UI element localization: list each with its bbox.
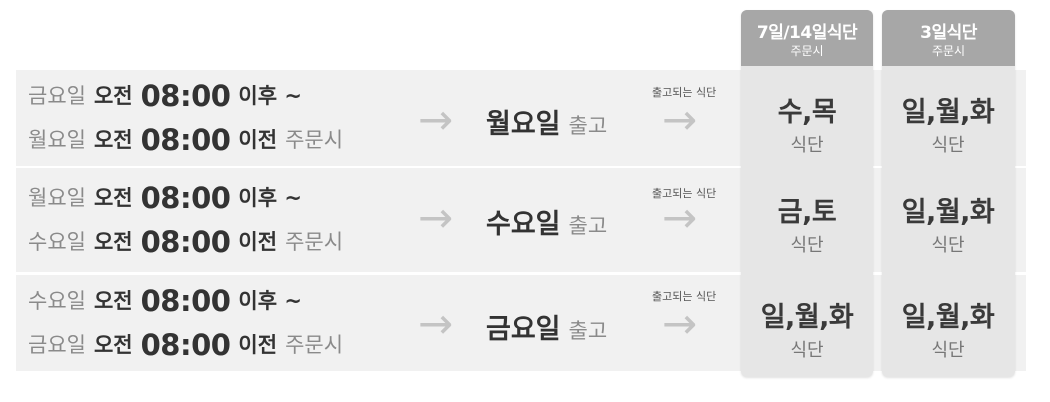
ship-day-2: 수요일 출고 (486, 202, 607, 241)
menu-days: 금,토 (777, 197, 837, 228)
column-7-14-day-menu: 7일/14일식단 주문시 (741, 10, 873, 377)
start-time: 08:00 (140, 79, 231, 113)
order-suffix: 주문시 (285, 333, 344, 357)
order-window-3: 수요일 오전 08:00 이후 ~ 금요일 오전 08:00 이전 주문시 (28, 279, 343, 367)
start-ampm: 오전 (93, 289, 133, 313)
arrow-right-icon: → (662, 193, 698, 242)
arrow-right-icon: → (662, 299, 698, 348)
start-day: 금요일 (28, 84, 86, 108)
order-window-end: 금요일 오전 08:00 이전 주문시 (28, 323, 343, 367)
arrow-right-icon: → (662, 95, 698, 144)
shipped-menu-note: 출고되는 식단 (652, 290, 717, 303)
ship-suffix: 출고 (568, 319, 608, 343)
order-suffix: 주문시 (285, 230, 344, 254)
menu-days: 일,월,화 (901, 97, 995, 128)
start-ampm: 오전 (93, 84, 133, 108)
start-ampm: 오전 (93, 186, 133, 210)
end-ampm: 오전 (93, 333, 133, 357)
arrow-right-icon: → (418, 299, 454, 348)
shipped-menu-note: 출고되는 식단 (652, 86, 717, 99)
end-day: 월요일 (28, 128, 86, 152)
end-day: 금요일 (28, 333, 86, 357)
menu-days: 일,월,화 (760, 302, 854, 333)
start-time: 08:00 (140, 284, 231, 318)
end-day: 수요일 (28, 230, 86, 254)
ship-suffix: 출고 (568, 214, 608, 238)
menu-7-14-day-row-3: 일,월,화 식단 (742, 295, 872, 362)
shipped-menu-note: 출고되는 식단 (652, 187, 717, 200)
end-time: 08:00 (140, 328, 231, 362)
end-relation: 이전 (238, 230, 278, 254)
order-window-start: 금요일 오전 08:00 이후 ~ (28, 74, 343, 118)
column-header: 3일식단 주문시 (882, 10, 1015, 66)
start-relation: 이후 ~ (238, 289, 302, 313)
menu-days: 수,목 (777, 97, 837, 128)
order-window-end: 월요일 오전 08:00 이전 주문시 (28, 118, 343, 162)
start-relation: 이후 ~ (238, 186, 302, 210)
menu-label: 식단 (931, 340, 965, 361)
menu-days: 일,월,화 (901, 197, 995, 228)
start-relation: 이후 ~ (238, 84, 302, 108)
arrow-right-icon: → (418, 193, 454, 242)
order-window-end: 수요일 오전 08:00 이전 주문시 (28, 220, 343, 264)
menu-3-day-row-2: 일,월,화 식단 (883, 190, 1013, 257)
column-title: 7일/14일식단 (756, 23, 858, 43)
ship-day-3: 금요일 출고 (486, 307, 607, 346)
end-relation: 이전 (238, 128, 278, 152)
ship-day: 금요일 (486, 314, 561, 345)
end-relation: 이전 (238, 333, 278, 357)
menu-3-day-row-3: 일,월,화 식단 (883, 295, 1013, 362)
column-subtitle: 주문시 (931, 44, 966, 58)
end-ampm: 오전 (93, 128, 133, 152)
menu-label: 식단 (790, 340, 824, 361)
menu-label: 식단 (931, 135, 965, 156)
end-time: 08:00 (140, 225, 231, 259)
column-title: 3일식단 (920, 23, 977, 43)
arrow-right-icon: → (418, 95, 454, 144)
order-suffix: 주문시 (285, 128, 344, 152)
order-window-start: 수요일 오전 08:00 이후 ~ (28, 279, 343, 323)
menu-7-14-day-row-2: 금,토 식단 (742, 190, 872, 257)
ship-day: 수요일 (486, 209, 561, 240)
end-time: 08:00 (140, 123, 231, 157)
order-window-2: 월요일 오전 08:00 이후 ~ 수요일 오전 08:00 이전 주문시 (28, 176, 343, 264)
ship-day: 월요일 (486, 109, 561, 140)
column-3-day-menu: 3일식단 주문시 (882, 10, 1015, 377)
start-day: 수요일 (28, 289, 86, 313)
menu-3-day-row-1: 일,월,화 식단 (883, 90, 1013, 157)
ship-day-1: 월요일 출고 (486, 102, 607, 141)
column-subtitle: 주문시 (790, 44, 824, 58)
start-time: 08:00 (140, 181, 231, 215)
menu-label: 식단 (931, 235, 965, 256)
order-window-1: 금요일 오전 08:00 이후 ~ 월요일 오전 08:00 이전 주문시 (28, 74, 343, 162)
menu-label: 식단 (790, 235, 824, 256)
order-window-start: 월요일 오전 08:00 이후 ~ (28, 176, 343, 220)
menu-label: 식단 (790, 135, 824, 156)
ship-suffix: 출고 (568, 114, 608, 138)
start-day: 월요일 (28, 186, 86, 210)
menu-days: 일,월,화 (901, 302, 995, 333)
end-ampm: 오전 (93, 230, 133, 254)
column-header: 7일/14일식단 주문시 (741, 10, 873, 66)
menu-7-14-day-row-1: 수,목 식단 (742, 90, 872, 157)
